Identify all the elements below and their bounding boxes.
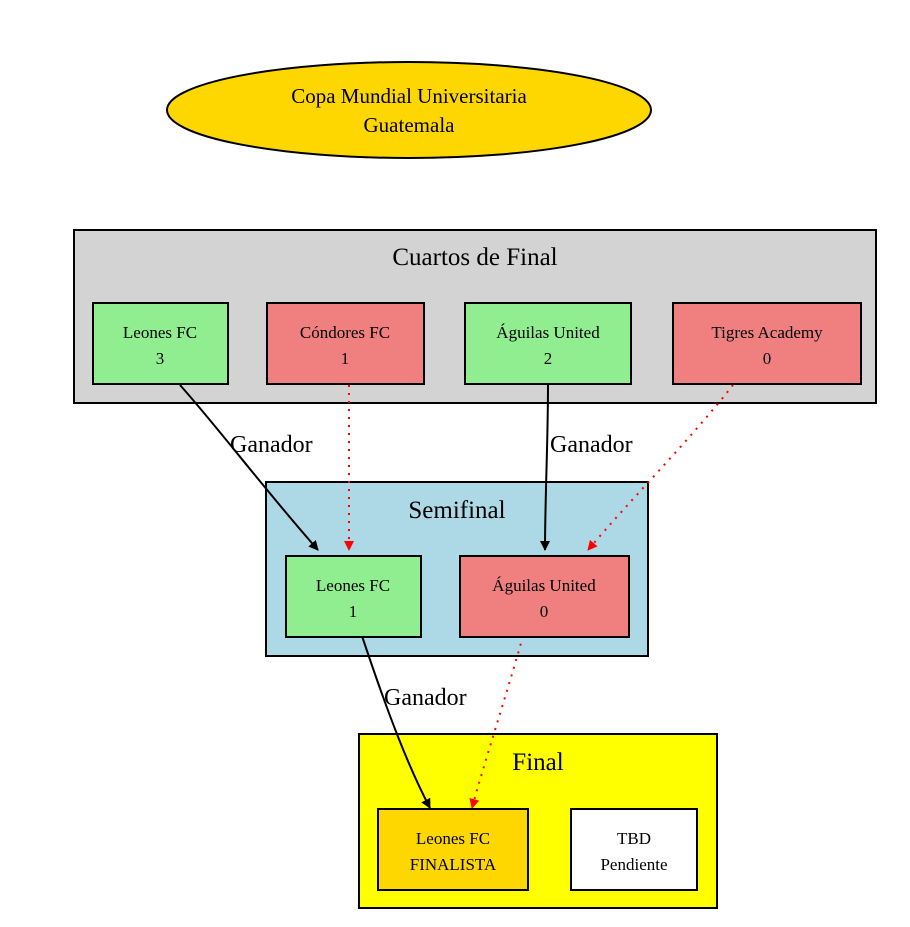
node-q2-box: [266, 302, 425, 385]
node-f1-box: [377, 808, 529, 891]
node-q3-box: [464, 302, 632, 385]
edge-label-s1-f1: Ganador: [384, 685, 467, 711]
node-s2-name: Águilas United: [492, 576, 596, 595]
node-f2-tbd: TBD Pendiente: [570, 808, 698, 891]
node-q3-aguilas: Águilas United 2: [464, 302, 632, 385]
tournament-title: Copa Mundial Universitaria Guatemala: [166, 61, 652, 159]
edge-label-q3-s2: Ganador: [550, 432, 633, 458]
node-s1-box: [285, 555, 422, 638]
node-q4-name: Tigres Academy: [711, 323, 823, 342]
edges: [179, 384, 734, 809]
edge-q1-s1: [179, 384, 319, 551]
quarterfinals-label: Cuartos de Final: [392, 244, 557, 271]
node-q1-box: [92, 302, 229, 385]
title-line1: Copa Mundial Universitaria: [291, 84, 527, 108]
node-s1-name: Leones FC: [316, 576, 390, 595]
node-s2-aguilas: Águilas United 0: [459, 555, 630, 638]
node-s2-score: 0: [540, 602, 549, 621]
node-f1-status: FINALISTA: [410, 855, 497, 874]
node-q3-name: Águilas United: [496, 323, 600, 342]
node-f1-leones-finalista: Leones FC FINALISTA: [377, 808, 529, 891]
node-q2-name: Cóndores FC: [300, 323, 390, 342]
node-q4-box: [672, 302, 862, 385]
edge-s2-f1: [469, 635, 524, 809]
node-q3-score: 2: [544, 349, 553, 368]
node-q4-score: 0: [763, 349, 772, 368]
final-label: Final: [512, 749, 563, 776]
node-q1-name: Leones FC: [123, 323, 197, 342]
node-q1-leones: Leones FC 3: [92, 302, 229, 385]
node-f1-name: Leones FC: [416, 829, 490, 848]
title-line2: Guatemala: [364, 113, 456, 137]
node-q2-condores: Cóndores FC 1: [266, 302, 425, 385]
node-q4-tigres: Tigres Academy 0: [672, 302, 862, 385]
node-f2-status: Pendiente: [600, 855, 667, 874]
node-q1-score: 3: [156, 349, 165, 368]
edge-label-q1-s1: Ganador: [230, 432, 313, 458]
node-s1-leones: Leones FC 1: [285, 555, 422, 638]
node-s1-score: 1: [349, 602, 358, 621]
node-q2-score: 1: [341, 349, 350, 368]
title-ellipse: [166, 61, 652, 159]
semifinal-label: Semifinal: [408, 497, 505, 524]
edge-q3-s2: [540, 384, 551, 551]
node-f2-name: TBD: [617, 829, 651, 848]
node-s2-box: [459, 555, 630, 638]
node-f2-box: [570, 808, 698, 891]
edge-s1-f1: [361, 635, 431, 809]
